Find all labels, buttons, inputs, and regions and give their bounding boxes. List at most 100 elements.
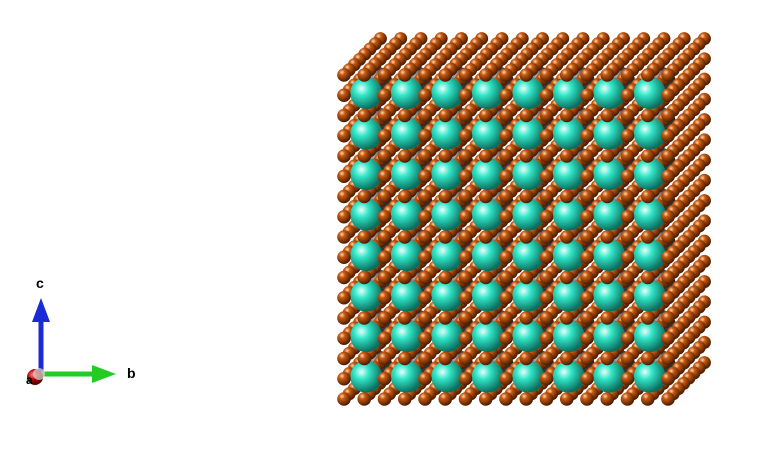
front-atom — [337, 311, 351, 325]
front-atom — [620, 149, 635, 163]
large-atom — [431, 117, 464, 150]
front-atom — [337, 230, 351, 244]
front-atom — [661, 128, 675, 143]
front-atom — [458, 392, 473, 406]
front-atom — [418, 209, 432, 224]
front-atom — [559, 189, 574, 204]
large-atom — [633, 158, 666, 191]
front-atom — [357, 230, 372, 244]
front-atom — [438, 351, 453, 366]
front-atom — [661, 250, 675, 265]
front-atom — [539, 230, 554, 244]
front-atom — [478, 189, 493, 204]
front-atom — [539, 108, 554, 123]
front-atom — [580, 371, 594, 386]
front-atom — [438, 68, 453, 82]
front-atom — [661, 392, 675, 406]
front-atom — [418, 149, 432, 163]
front-atom — [580, 169, 594, 184]
front-atom — [458, 331, 473, 346]
large-atom — [593, 198, 626, 231]
front-atom — [580, 149, 594, 163]
front-atom — [640, 230, 655, 244]
front-atom — [661, 311, 675, 325]
large-atom — [431, 158, 464, 191]
large-atom — [552, 198, 585, 231]
front-atom — [640, 68, 655, 82]
front-atom — [418, 88, 432, 103]
large-atom — [552, 279, 585, 312]
front-atom — [600, 68, 615, 82]
front-atom — [559, 270, 574, 285]
front-atom — [539, 270, 554, 285]
front-atom — [478, 149, 493, 163]
large-atom — [633, 279, 666, 312]
front-atom — [559, 68, 574, 82]
front-atom — [418, 311, 432, 325]
front-atom — [357, 311, 372, 325]
front-atom — [397, 270, 412, 285]
front-atom — [458, 169, 473, 184]
front-atom — [377, 209, 392, 224]
large-atom — [390, 117, 423, 150]
front-atom — [519, 392, 534, 406]
front-atom — [661, 230, 675, 244]
front-atom — [580, 128, 594, 143]
front-atom — [580, 189, 594, 204]
front-atom — [539, 189, 554, 204]
front-atom — [661, 169, 675, 184]
front-atom — [458, 250, 473, 265]
front-atom — [418, 290, 432, 305]
front-atom — [620, 169, 635, 184]
front-atom — [377, 108, 392, 123]
front-atom — [337, 371, 351, 386]
large-atom — [390, 360, 423, 393]
a-axis-ring — [33, 368, 45, 380]
front-atom — [620, 290, 635, 305]
front-atom — [661, 189, 675, 204]
a-axis-label: a — [26, 373, 33, 387]
front-atom — [499, 270, 513, 285]
front-atom — [337, 108, 351, 123]
front-atom — [600, 351, 615, 366]
front-atom — [458, 88, 473, 103]
front-atom-layer — [337, 68, 675, 406]
front-atom — [600, 230, 615, 244]
front-atom — [539, 311, 554, 325]
large-atom — [471, 198, 504, 231]
front-atom — [620, 351, 635, 366]
front-atom — [661, 209, 675, 224]
front-atom — [640, 311, 655, 325]
large-atom — [552, 158, 585, 191]
front-atom — [640, 351, 655, 366]
front-atom — [377, 149, 392, 163]
large-atom — [431, 320, 464, 353]
front-atom — [640, 108, 655, 123]
front-atom — [499, 108, 513, 123]
front-atom — [438, 230, 453, 244]
front-atom — [337, 189, 351, 204]
front-atom — [418, 128, 432, 143]
front-atom — [499, 351, 513, 366]
front-atom — [519, 149, 534, 163]
front-atom — [580, 108, 594, 123]
front-atom — [519, 68, 534, 82]
large-atom — [512, 198, 545, 231]
large-atom — [431, 360, 464, 393]
large-atom — [350, 158, 383, 191]
axis-indicator: c b a — [26, 275, 136, 387]
front-atom — [458, 290, 473, 305]
front-atom — [539, 290, 554, 305]
front-atom — [337, 351, 351, 366]
front-atom — [499, 311, 513, 325]
front-atom — [458, 270, 473, 285]
front-atom — [600, 392, 615, 406]
front-atom — [661, 371, 675, 386]
front-atom — [559, 230, 574, 244]
front-atom — [397, 149, 412, 163]
front-atom — [620, 108, 635, 123]
front-atom — [499, 392, 513, 406]
large-atom — [633, 77, 666, 110]
front-atom — [600, 311, 615, 325]
